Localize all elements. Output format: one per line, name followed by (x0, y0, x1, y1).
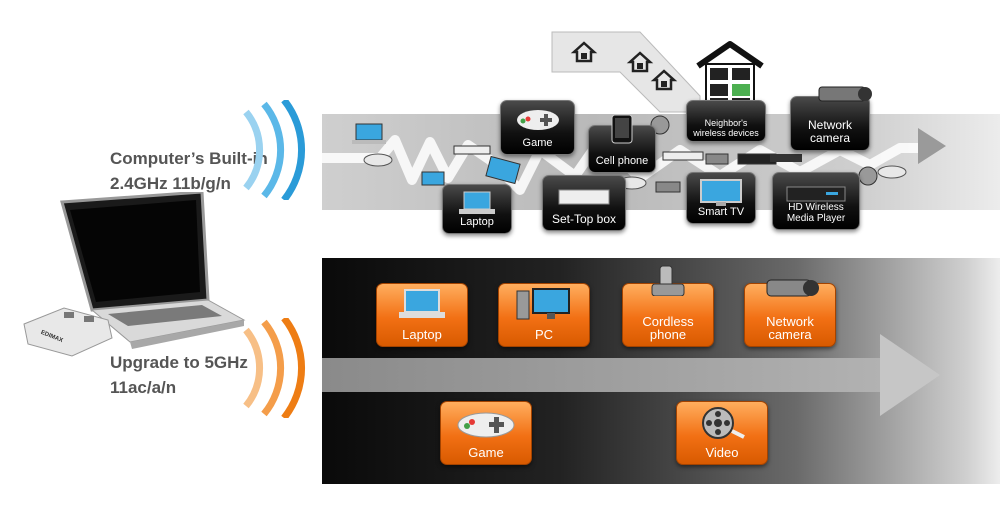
house-icon (650, 69, 678, 91)
gamepad-icon (516, 110, 559, 130)
bottom-card-video: Video (676, 401, 768, 465)
5ghz-arrow-shaft (322, 358, 912, 392)
top-card-laptop-label: Laptop (460, 216, 494, 228)
top-card-network-camera-label: Network camera (791, 119, 869, 145)
cordless-line2: phone (649, 327, 687, 342)
upgrade-line1: Upgrade to 5GHz (110, 353, 248, 372)
builtin-line1: Computer’s Built-in (110, 149, 268, 168)
camera-icon (818, 86, 872, 102)
camera-icon (766, 279, 819, 297)
hd-line2: Media Player (786, 213, 846, 224)
small-reel-icon (858, 166, 878, 186)
cordless-phone-icon (651, 265, 685, 296)
small-laptop-icon (352, 123, 386, 144)
top-card-laptop: Laptop (442, 184, 512, 234)
bottom-card-network-camera-label: Network camera (745, 315, 835, 341)
bottom-card-laptop-label: Laptop (402, 327, 442, 342)
top-card-smart-tv: Smart TV (686, 172, 756, 224)
neighbors-line2: wireless devices (693, 128, 759, 138)
builtin-line2: 2.4GHz 11b/g/n (110, 174, 231, 193)
bottom-network-camera-line1: Network (766, 314, 814, 329)
top-card-smart-tv-label: Smart TV (697, 206, 745, 218)
gamepad-icon (457, 412, 515, 438)
bottom-card-pc-label: PC (534, 327, 554, 342)
cell-phone-icon (611, 114, 633, 144)
small-camera-icon (705, 153, 729, 165)
house-icon (570, 41, 598, 63)
top-card-hd-label: HD Wireless Media Player (773, 202, 859, 224)
top-card-network-camera: Network camera (790, 86, 872, 151)
house-icons (570, 41, 678, 91)
top-card-hd-media-player: HD Wireless Media Player (772, 172, 860, 230)
top-card-set-top-box-label: Set-Top box (551, 212, 617, 226)
bottom-card-laptop: Laptop (376, 283, 468, 347)
top-card-game-label: Game (522, 137, 553, 149)
orange-wifi-waves-icon (243, 318, 305, 418)
bottom-card-game: Game (440, 401, 532, 465)
bottom-card-video-label: Video (705, 445, 739, 460)
neighbors-line1: Neighbor's (704, 118, 748, 128)
interference-arrow-head (918, 128, 946, 164)
pc-icon (516, 288, 570, 320)
top-card-cell-phone: Cell phone (588, 114, 656, 173)
upgrade-line2: 11ac/a/n (110, 378, 177, 397)
media-player-icon (786, 186, 846, 202)
neighbor-ribbon (551, 31, 701, 113)
small-box-icon (770, 154, 802, 162)
tv-icon (700, 179, 742, 206)
bottom-card-cordless-label: Cordless phone (623, 315, 713, 341)
small-box-icon (662, 151, 704, 161)
cordless-line1: Cordless (642, 314, 694, 329)
small-laptop-icon (485, 155, 521, 185)
blue-wifi-waves-icon (243, 100, 305, 200)
set-top-box-icon (558, 189, 610, 205)
top-card-neighbors-label: Neighbor's wireless devices (687, 118, 765, 138)
hd-line1: HD Wireless (788, 202, 844, 213)
bottom-card-cordless-phone: Cordless phone (622, 265, 714, 347)
laptop-illustration (23, 192, 246, 357)
bottom-network-camera-line2: camera (768, 327, 812, 342)
laptop-icon (399, 289, 445, 318)
film-reel-icon (702, 407, 745, 439)
5ghz-arrow-head (880, 334, 940, 416)
top-card-game: Game (500, 100, 575, 155)
top-card-neighbors: Neighbor's wireless devices (686, 100, 766, 142)
network-camera-line1: Network (807, 118, 852, 132)
house-icon (626, 51, 654, 73)
laptop-icon (459, 191, 495, 214)
top-card-cell-phone-label: Cell phone (595, 155, 649, 167)
small-box-icon (453, 145, 491, 155)
bottom-card-game-label: Game (468, 445, 504, 460)
small-camera-icon (655, 181, 681, 193)
bottom-card-network-camera: Network camera (744, 279, 836, 347)
top-card-set-top-box: Set-Top box (542, 175, 626, 231)
small-game-icon (877, 165, 907, 179)
small-laptop-icon (421, 171, 445, 186)
small-game-icon (363, 153, 393, 167)
network-camera-line2: camera (809, 131, 850, 145)
builtin-24ghz-label: Computer’s Built-in 2.4GHz 11b/g/n (110, 146, 268, 196)
upgrade-5ghz-label: Upgrade to 5GHz 11ac/a/n (110, 350, 248, 400)
bottom-card-pc: PC (498, 283, 590, 347)
